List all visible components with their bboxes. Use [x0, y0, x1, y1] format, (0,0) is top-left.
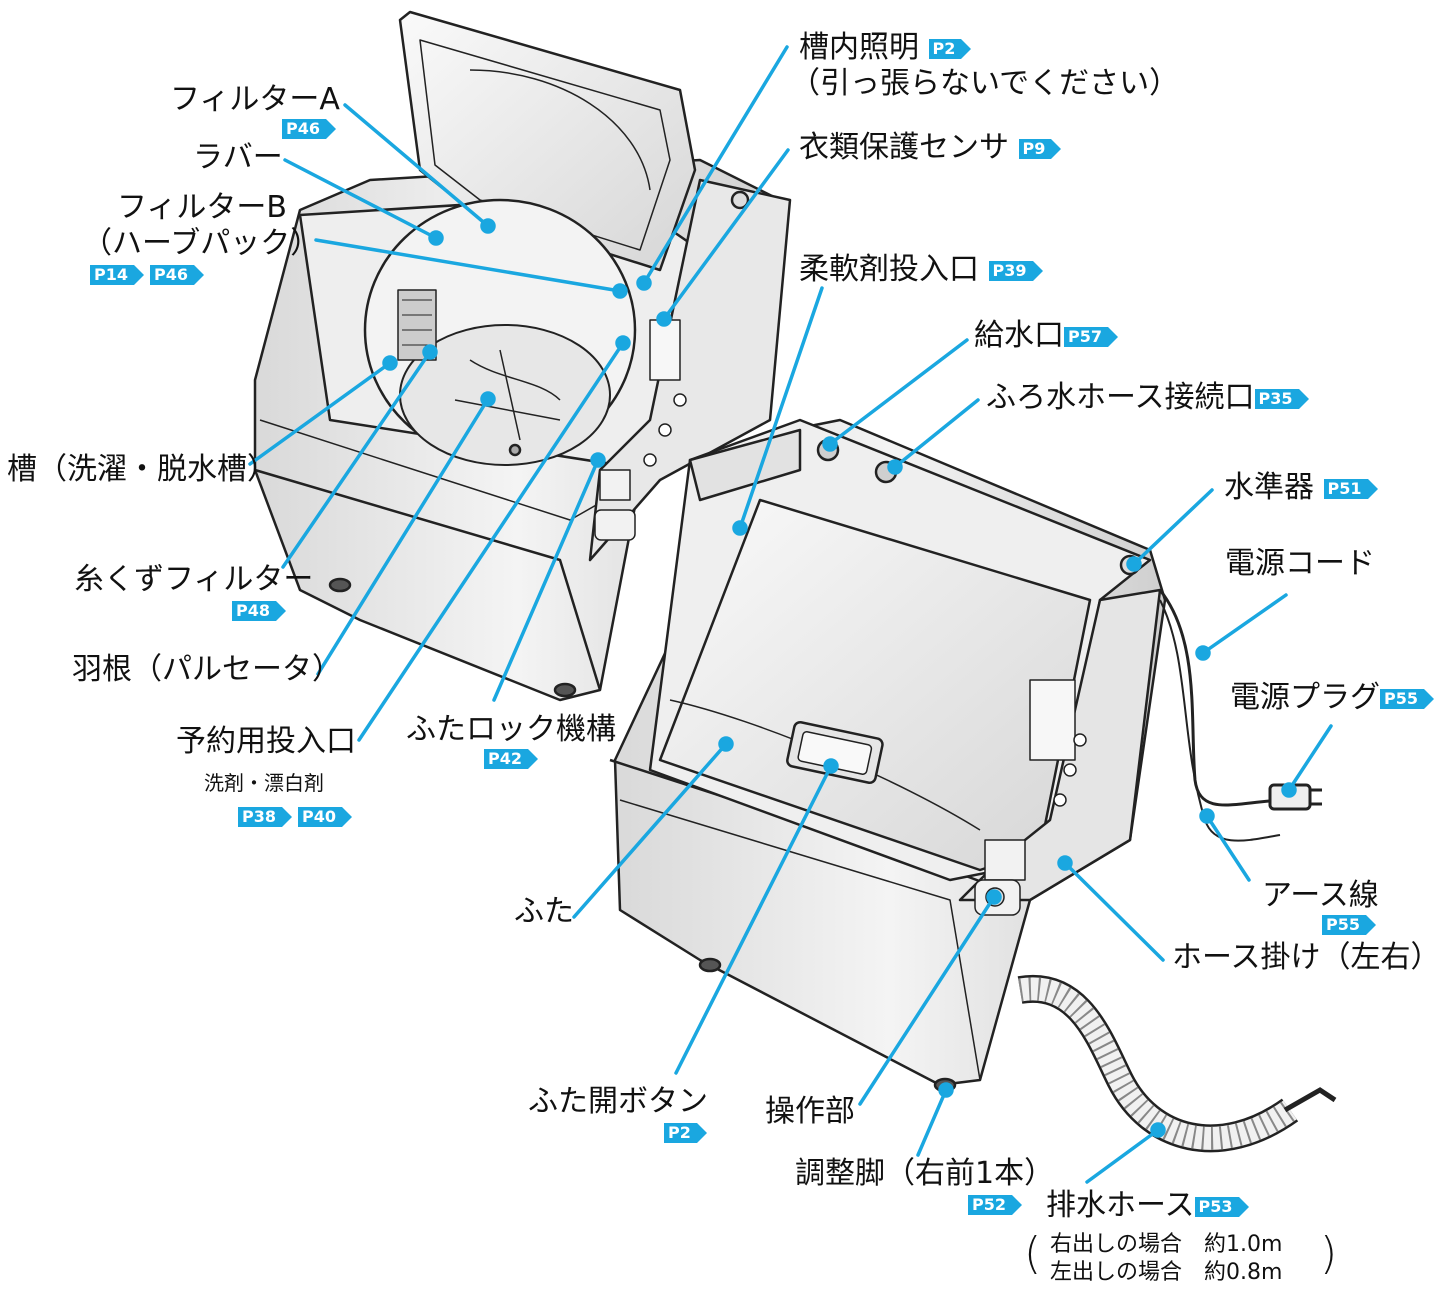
- page-ref-adjust-foot: P52: [968, 1194, 1028, 1215]
- page-ref-filter-a: P46: [282, 118, 342, 139]
- label-hose-hanger: ホース掛け（左右）: [1172, 940, 1437, 975]
- label-lid-lock: ふたロック機構: [406, 712, 616, 747]
- bracket-left: (: [1024, 1228, 1042, 1279]
- label-adjust-foot: 調整脚（右前1本）: [795, 1156, 1055, 1191]
- label-tub-light-note: （引っ張らないでください）: [790, 66, 1180, 101]
- label-pulsator: 羽根（パルセータ）: [72, 652, 342, 687]
- page-badge[interactable]: P51: [1323, 478, 1378, 499]
- label-reserve-inlet-sub: 洗剤・漂白剤: [204, 771, 324, 795]
- page-ref-lid-open-button: P2: [664, 1122, 713, 1143]
- page-badge[interactable]: P55: [1322, 914, 1376, 935]
- page-badge[interactable]: P39: [988, 260, 1043, 281]
- page-badge[interactable]: P14: [90, 264, 144, 285]
- label-filter-a: フィルターA: [170, 82, 340, 117]
- label-control-panel: 操作部: [765, 1094, 855, 1129]
- page-badge[interactable]: P2: [664, 1122, 707, 1143]
- label-drain-right: 右出しの場合 約1.0m: [1050, 1232, 1283, 1257]
- page-badge[interactable]: P46: [150, 264, 204, 285]
- label-softener-inlet: 柔軟剤投入口 P39: [799, 252, 1049, 288]
- page-badge[interactable]: P42: [484, 748, 538, 769]
- machine-closed: [609, 418, 1167, 1093]
- label-tub-light: 槽内照明 P2: [799, 30, 977, 66]
- page-badge[interactable]: P40: [298, 806, 352, 827]
- label-herb-pack: （ハーブパック）: [82, 226, 321, 261]
- page-ref-earth-wire: P55: [1322, 914, 1382, 935]
- label-lid: ふた: [514, 894, 574, 929]
- label-tub: 槽（洗濯・脱水槽）: [7, 452, 277, 487]
- page-badge[interactable]: P2: [928, 38, 972, 59]
- power-cord: [1158, 589, 1322, 842]
- page-badge[interactable]: P35: [1254, 388, 1309, 409]
- label-lint-filter: 糸くずフィルター: [74, 562, 314, 597]
- label-lid-open-button: ふた開ボタン: [528, 1084, 708, 1119]
- page-badge[interactable]: P38: [238, 806, 292, 827]
- page-ref-lint-filter: P48: [232, 600, 292, 621]
- label-rubber: ラバー: [193, 140, 283, 175]
- page-badge[interactable]: P46: [282, 118, 336, 139]
- drain-hose: [1017, 974, 1337, 1153]
- label-earth-wire: アース線: [1262, 878, 1379, 913]
- label-reserve-inlet: 予約用投入口: [176, 724, 356, 759]
- label-cloth-sensor: 衣類保護センサ P9: [799, 130, 1067, 166]
- label-power-cord: 電源コード: [1225, 546, 1375, 581]
- page-ref-reserve-inlet: P38 P40: [238, 806, 358, 827]
- page-badge[interactable]: P55: [1380, 688, 1434, 709]
- label-level: 水準器 P51: [1224, 470, 1384, 506]
- page-badge[interactable]: P57: [1064, 326, 1118, 347]
- leader-lines: [248, 45, 1333, 1184]
- label-drain-left: 左出しの場合 約0.8m: [1050, 1260, 1283, 1285]
- page-badge[interactable]: P9: [1018, 138, 1062, 159]
- page-badge[interactable]: P53: [1194, 1196, 1249, 1217]
- page-badge[interactable]: P52: [968, 1194, 1022, 1215]
- page-ref-lid-lock: P42: [484, 748, 544, 769]
- bracket-right: ): [1320, 1228, 1338, 1279]
- page-badge[interactable]: P48: [232, 600, 286, 621]
- page-ref-filter-b: P14 P46: [90, 264, 210, 285]
- label-filter-b: フィルターB: [117, 190, 287, 225]
